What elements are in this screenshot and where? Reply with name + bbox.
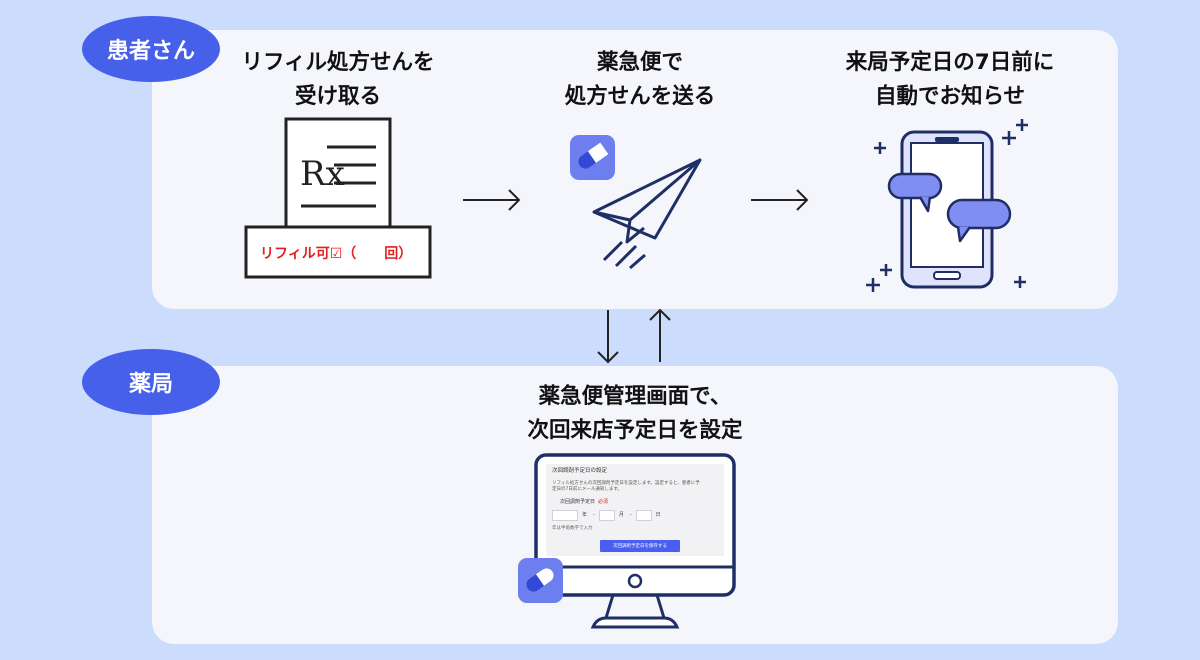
date-field-label: 次回調剤予定日必須 — [560, 499, 718, 506]
settings-form: 次回調剤予定日の設定 リフィル処方せんの次回調剤予定日を設定します。設定すると、… — [546, 464, 724, 556]
smartphone-icon — [900, 130, 994, 289]
screen-heading: 次回調剤予定日の設定 — [552, 468, 608, 474]
step-receive-line2: 受け取る — [294, 84, 381, 109]
day-unit: 日 — [655, 512, 661, 518]
year-input[interactable] — [552, 510, 578, 521]
arrow-up — [649, 308, 671, 362]
sparkle-icons — [866, 119, 1028, 292]
pill-app-icon — [570, 135, 615, 180]
step-notify-line2: 自動でお知らせ — [874, 84, 1026, 109]
step-set-line1: 薬急便管理画面で、 — [538, 384, 732, 409]
date-field-label-text: 次回調剤予定日 — [560, 499, 596, 505]
step-send-line1: 薬急便で — [596, 50, 683, 75]
screen-description: リフィル処方せんの次回調剤予定日を設定します。設定すると、患者に予 定日の7日前… — [552, 481, 718, 493]
prescription-icon: Rx リフィル可☑（ 回） — [244, 117, 432, 279]
pharmacy-label: 薬局 — [82, 349, 220, 415]
step-receive-title: リフィル処方せんを 受け取る — [198, 46, 478, 114]
paper-airplane-icon — [592, 158, 702, 270]
pill-app-icon-bottom — [518, 558, 563, 603]
chat-bubble-icon-left — [887, 172, 943, 213]
step-send-line2: 処方せんを送る — [564, 84, 716, 109]
chat-bubble-icon-right — [946, 198, 1012, 243]
step-receive-line1: リフィル処方せんを — [241, 50, 435, 75]
arrow-down — [597, 310, 619, 364]
year-unit: 年 — [582, 512, 588, 518]
required-badge: 必須 — [598, 499, 609, 505]
step-notify-line1: 来局予定日の7日前に — [845, 50, 1055, 75]
separator-2: - — [629, 512, 632, 518]
month-unit: 月 — [618, 512, 624, 518]
refill-stamp: リフィル可☑（ 回） — [260, 246, 412, 262]
patient-label: 患者さん — [82, 16, 220, 82]
day-input[interactable] — [635, 510, 652, 521]
screen-description-line1: リフィル処方せんの次回調剤予定日を設定します。設定すると、患者に予 — [552, 481, 700, 486]
save-date-button[interactable]: 次回調剤予定日を保存する — [600, 540, 680, 552]
separator-1: - — [593, 512, 595, 518]
input-hint: 年は半角数字で入力 — [552, 526, 593, 531]
step-set-title: 薬急便管理画面で、 次回来店予定日を設定 — [470, 380, 800, 448]
flow-arrow-2 — [751, 189, 809, 211]
rx-symbol: Rx — [300, 154, 345, 194]
step-set-line2: 次回来店予定日を設定 — [527, 418, 743, 443]
month-input[interactable] — [598, 510, 615, 521]
screen-description-line2: 定日の7日前にメール通知します。 — [552, 487, 622, 492]
step-notify-title: 来局予定日の7日前に 自動でお知らせ — [810, 46, 1090, 114]
date-input-row: 年 - 月 - 日 — [552, 510, 718, 521]
flow-arrow-1 — [463, 189, 521, 211]
step-send-title: 薬急便で 処方せんを送る — [510, 46, 770, 114]
monitor-screen: 次回調剤予定日の設定 リフィル処方せんの次回調剤予定日を設定します。設定すると、… — [544, 462, 726, 558]
